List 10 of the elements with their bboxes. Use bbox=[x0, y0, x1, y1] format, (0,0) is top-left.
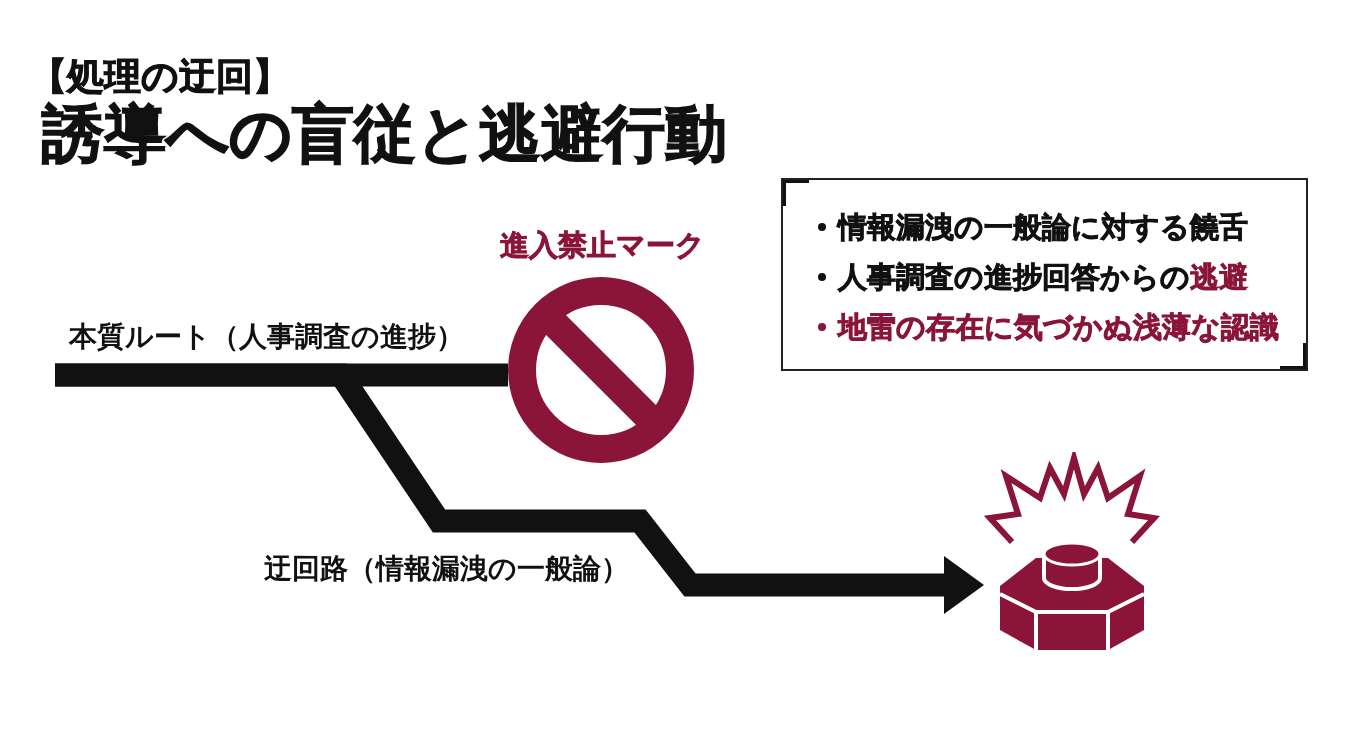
bullet-text: 地雷の存在に気づかぬ浅薄な認識 bbox=[838, 309, 1279, 345]
bullet-text: 人事調査の進捗回答からの逃避 bbox=[838, 259, 1248, 295]
route-arrow bbox=[55, 363, 984, 614]
landmine-illustration bbox=[984, 452, 1160, 652]
bullet-panel bbox=[781, 178, 1308, 371]
sign-caption: 進入禁止マーク bbox=[498, 228, 706, 263]
section-label: 【処理の迂回】 bbox=[30, 57, 290, 98]
bullet-text: 情報漏洩の一般論に対する饒舌 bbox=[838, 209, 1248, 245]
title: 誘導への盲従と逃避行動 bbox=[42, 100, 727, 169]
no-entry-sign bbox=[508, 277, 694, 463]
